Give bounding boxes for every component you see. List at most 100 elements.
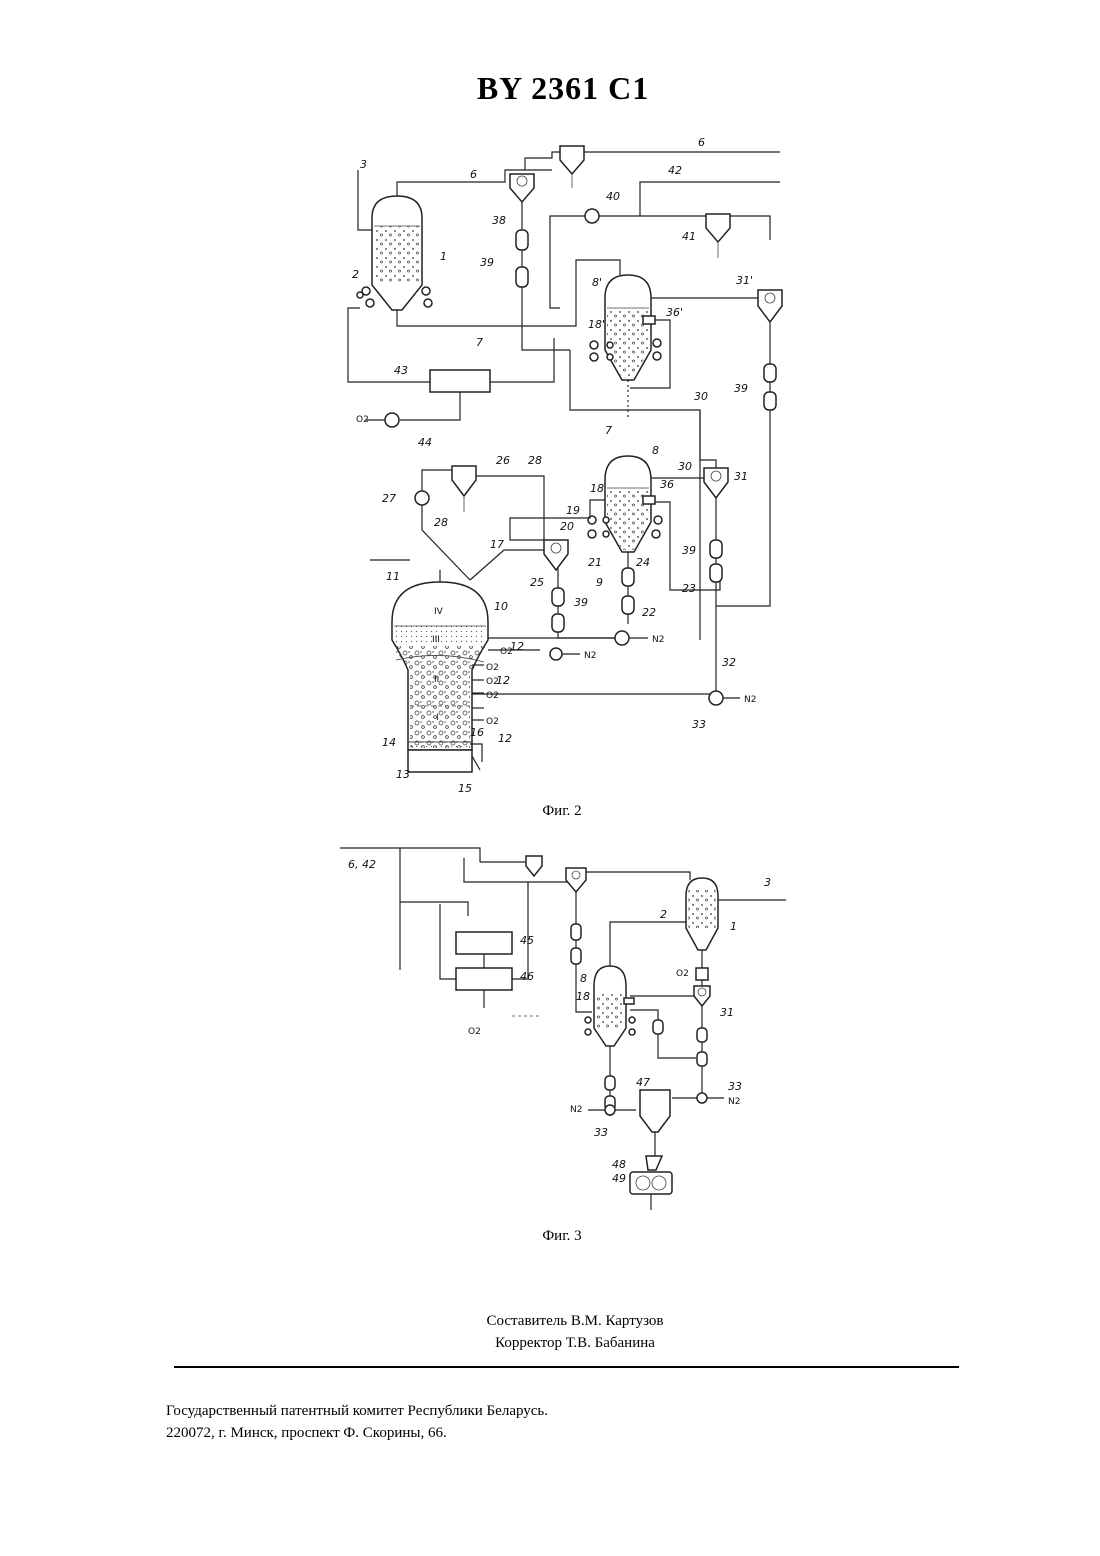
cyclone-small-b bbox=[566, 868, 586, 892]
label-26: 26 bbox=[496, 454, 510, 467]
reactor-1-fig3 bbox=[686, 878, 718, 950]
label-19: 19 bbox=[566, 504, 580, 517]
label-25: 25 bbox=[530, 576, 544, 589]
cyclone-25 bbox=[544, 540, 568, 570]
fig3-n2-label-b: N2 bbox=[728, 1097, 740, 1107]
fig3-o2-label-a: O2 bbox=[676, 969, 689, 979]
reactor-8-prime bbox=[605, 275, 655, 380]
fig3-label-47: 47 bbox=[636, 1076, 650, 1089]
reactor-1 bbox=[372, 196, 422, 310]
zone-iv-label: IV bbox=[434, 607, 444, 617]
label-6b: 6 bbox=[698, 136, 705, 149]
o2-label-e: O2 bbox=[486, 691, 499, 701]
fig3-label-1: 1 bbox=[730, 920, 737, 933]
label-36: 36 bbox=[660, 478, 674, 491]
figure-2-caption: Фиг. 2 bbox=[462, 803, 662, 820]
n2-label-b: N2 bbox=[584, 651, 596, 661]
o2-label-d: O2 bbox=[486, 677, 499, 687]
fig3-n2-label-a: N2 bbox=[570, 1105, 582, 1115]
fig3-o2-label-b: O2 bbox=[468, 1027, 481, 1037]
mixer-33 bbox=[709, 691, 723, 705]
label-22: 22 bbox=[642, 606, 656, 619]
unit-46 bbox=[456, 968, 512, 990]
sluice-39-top bbox=[516, 202, 570, 350]
unit-45 bbox=[456, 932, 512, 954]
compressor-44 bbox=[385, 413, 399, 427]
line-42 bbox=[640, 182, 780, 216]
mixer-33-left bbox=[605, 1105, 615, 1115]
label-40: 40 bbox=[606, 190, 620, 203]
figure-3-diagram: 6, 42 1 2 3 8 18 31 33 33 45 46 47 48 49… bbox=[340, 840, 800, 1220]
label-1: 1 bbox=[440, 250, 447, 263]
line-3 bbox=[358, 170, 372, 230]
reactor-8-fig3 bbox=[594, 966, 634, 1046]
label-7b: 7 bbox=[605, 424, 612, 437]
label-39c: 39 bbox=[682, 544, 696, 557]
fig3-label-3: 3 bbox=[764, 876, 771, 889]
compressor-27 bbox=[415, 491, 429, 505]
label-7a: 7 bbox=[476, 336, 483, 349]
footer: Государственный патентный комитет Респуб… bbox=[166, 1400, 548, 1444]
label-39a: 39 bbox=[480, 256, 494, 269]
fig3-label-31: 31 bbox=[720, 1006, 734, 1019]
cyclone-31 bbox=[704, 468, 728, 685]
label-18-prime: 18' bbox=[588, 318, 605, 331]
label-41: 41 bbox=[682, 230, 696, 243]
zone-i-label: I bbox=[436, 713, 439, 723]
label-33: 33 bbox=[692, 718, 706, 731]
footer-line-2: 220072, г. Минск, проспект Ф. Скорины, 6… bbox=[166, 1422, 548, 1444]
cyclone-31-prime bbox=[716, 290, 782, 606]
label-36-prime: 36' bbox=[666, 306, 683, 319]
fig3-label-45: 45 bbox=[520, 934, 534, 947]
label-16: 16 bbox=[470, 726, 484, 739]
cyclone-top bbox=[560, 146, 584, 188]
press-49 bbox=[630, 1172, 672, 1194]
fig3-label-48: 48 bbox=[612, 1158, 626, 1171]
label-12c: 12 bbox=[498, 732, 512, 745]
label-17: 17 bbox=[490, 538, 504, 551]
label-27: 27 bbox=[382, 492, 396, 505]
label-42: 42 bbox=[668, 164, 682, 177]
figure-3-caption: Фиг. 3 bbox=[462, 1228, 662, 1245]
label-28a: 28 bbox=[528, 454, 542, 467]
label-32: 32 bbox=[722, 656, 736, 669]
label-39b: 39 bbox=[734, 382, 748, 395]
label-9: 9 bbox=[596, 576, 603, 589]
zone-ii-label: II bbox=[434, 675, 439, 685]
label-28b: 28 bbox=[434, 516, 448, 529]
cyclone-31-fig3 bbox=[694, 986, 710, 1006]
label-31-prime: 31' bbox=[736, 274, 753, 287]
feeder-48 bbox=[646, 1156, 662, 1170]
label-43: 43 bbox=[394, 364, 408, 377]
sluice-39-reactor8 bbox=[622, 552, 634, 624]
label-6a: 6 bbox=[470, 168, 477, 181]
footer-divider bbox=[174, 1366, 959, 1368]
label-13: 13 bbox=[396, 768, 410, 781]
fig3-label-33b: 33 bbox=[728, 1080, 742, 1093]
document-number: BY 2361 C1 bbox=[0, 70, 1100, 107]
cyclone-26 bbox=[452, 466, 476, 512]
footer-line-1: Государственный патентный комитет Респуб… bbox=[166, 1400, 548, 1422]
corrector-line: Корректор Т.В. Бабанина bbox=[430, 1332, 720, 1354]
o2-label-c: O2 bbox=[486, 663, 499, 673]
fig3-label-6-42: 6, 42 bbox=[348, 858, 376, 871]
line-7-top bbox=[397, 260, 620, 326]
fig3-label-2: 2 bbox=[660, 908, 667, 921]
compressor-40 bbox=[585, 209, 599, 223]
label-8-prime: 8' bbox=[592, 276, 602, 289]
label-11: 11 bbox=[386, 570, 400, 583]
label-23: 23 bbox=[682, 582, 696, 595]
cyclone-38 bbox=[510, 174, 534, 202]
label-39d: 39 bbox=[574, 596, 588, 609]
label-44: 44 bbox=[418, 436, 432, 449]
cyclone-41 bbox=[706, 214, 730, 258]
compiler-line: Составитель В.М. Картузов bbox=[430, 1310, 720, 1332]
o2-label-b: O2 bbox=[500, 647, 513, 657]
reactor-8 bbox=[605, 456, 655, 552]
label-20: 20 bbox=[560, 520, 574, 533]
fig3-label-46: 46 bbox=[520, 970, 534, 983]
label-31: 31 bbox=[734, 470, 748, 483]
fig3-label-49: 49 bbox=[612, 1172, 626, 1185]
zone-iii-label: III bbox=[432, 635, 440, 645]
label-38: 38 bbox=[492, 214, 506, 227]
